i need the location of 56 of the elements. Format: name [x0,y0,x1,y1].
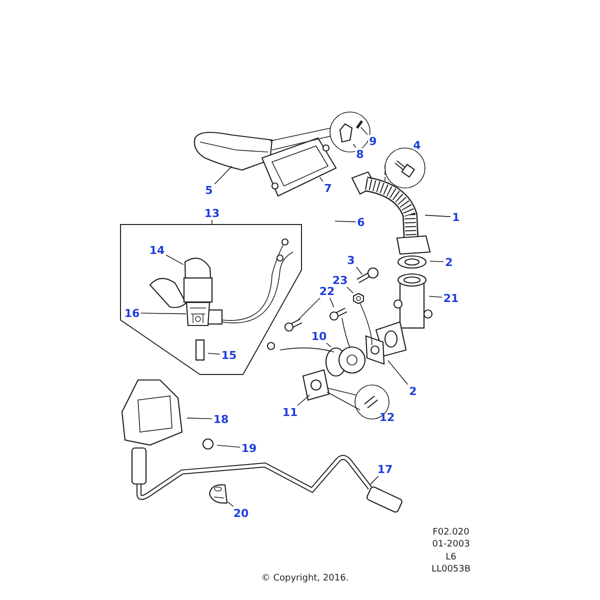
callout-number: 10 [310,330,328,342]
leader-line [298,297,321,320]
leader-line [346,286,354,294]
drawing-reference: F02.020 [432,526,470,540]
nut-drawing [353,293,364,304]
callout-number: 6 [356,216,366,228]
group-outline [120,224,302,375]
callout-number: 4 [413,138,421,154]
leader-line [211,219,212,224]
callout-number: 23 [331,274,349,286]
callout-number: 13 [203,206,221,220]
leader-line [228,502,234,507]
callout-number: 17 [376,462,394,476]
leader-line [208,352,220,355]
callout-number: 21 [442,292,460,304]
leader-line [140,312,186,314]
leader-line [370,475,380,486]
bracket-drawing [339,123,354,144]
callout-number: 22 [318,284,336,298]
callout-number: 18 [212,412,230,426]
leader-line [186,418,212,420]
callout-number: 20 [232,506,250,520]
illustration-number: LL0053B [431,563,471,576]
solenoid-body-drawing [186,302,210,326]
leader-line [424,214,451,218]
copyright-notice: © Copyright, 2016. [261,572,349,586]
leader-line [334,220,356,222]
leader-line [360,126,368,136]
leader-line [297,394,310,406]
callout-number: 12 [379,410,395,426]
leader-line [166,254,184,265]
callout-number: 11 [281,406,299,418]
callout-number: 2 [444,256,454,268]
callout-number: 14 [148,244,166,256]
callout-number: 9 [368,134,378,148]
callout-number: 7 [322,182,334,194]
date-code: 01-2003 [432,538,470,552]
callout-number: 1 [450,210,462,224]
leader-line [353,144,356,148]
engine-code: L6 [446,551,456,564]
leader-line [319,176,324,182]
leader-line [329,297,334,308]
callout-number: 2 [408,384,418,398]
leader-line [430,260,444,262]
leader-line [216,444,240,448]
leader-line [356,266,363,276]
callout-number: 15 [220,348,238,362]
leader-line [428,296,442,298]
leader-line [214,166,232,185]
callout-number: 16 [123,306,141,320]
callout-number: 19 [240,442,258,454]
callout-number: 8 [354,148,366,160]
clip-drawing [209,483,228,505]
callout-number: 3 [346,254,356,266]
leader-line [388,360,408,385]
callout-number: 5 [204,184,214,196]
